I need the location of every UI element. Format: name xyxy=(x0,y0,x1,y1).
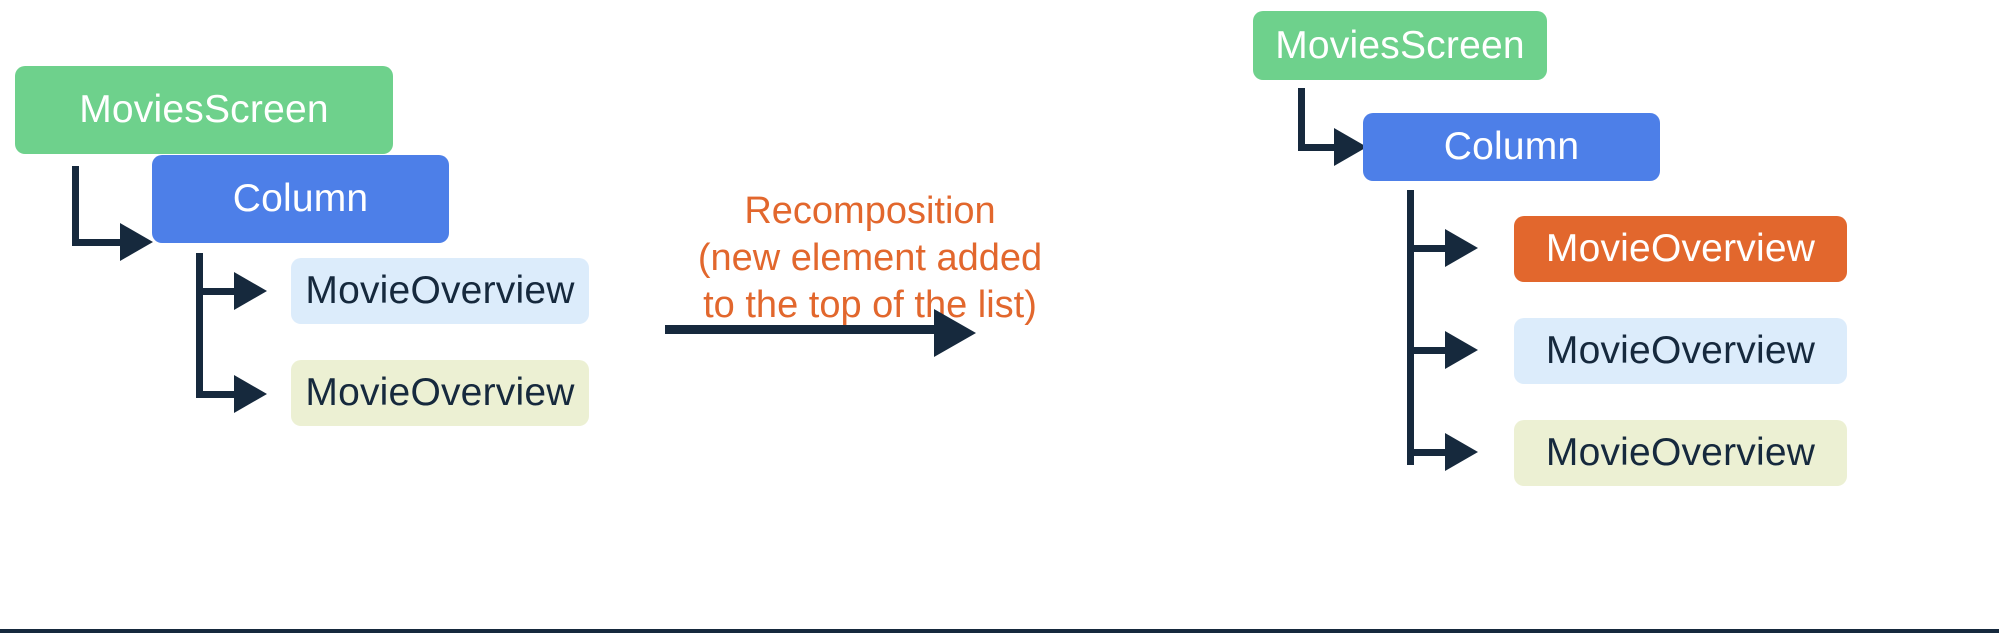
transition-arrow-shaft xyxy=(665,325,937,334)
right-node-movie-overview-3-label: MovieOverview xyxy=(1545,431,1816,474)
left-node-movie-overview-1: MovieOverview xyxy=(291,258,589,324)
right-arrowhead-root-to-column xyxy=(1334,128,1367,166)
right-node-movies-screen: MoviesScreen xyxy=(1253,11,1547,80)
left-connector-column-spine xyxy=(196,253,203,398)
right-arrowhead-child-1 xyxy=(1445,229,1478,267)
right-node-movie-overview-1-label: MovieOverview xyxy=(1545,227,1816,270)
left-node-movie-overview-1-label: MovieOverview xyxy=(305,269,575,312)
right-node-movie-overview-1: MovieOverview xyxy=(1514,216,1847,282)
left-node-column-label: Column xyxy=(232,177,369,220)
right-connector-branch-2 xyxy=(1407,347,1449,354)
right-arrowhead-child-3 xyxy=(1445,433,1478,471)
bottom-divider xyxy=(0,629,1999,633)
left-arrowhead-root-to-column xyxy=(120,223,153,261)
left-arrowhead-child-2 xyxy=(234,375,267,413)
right-arrowhead-child-2 xyxy=(1445,331,1478,369)
right-connector-root-horizontal xyxy=(1298,144,1338,151)
left-node-column: Column xyxy=(152,155,449,243)
right-connector-branch-1 xyxy=(1407,245,1449,252)
right-node-movie-overview-2: MovieOverview xyxy=(1514,318,1847,384)
recomposition-caption: Recomposition (new element added to the … xyxy=(697,190,1043,326)
transition-arrow-head-icon xyxy=(934,309,976,357)
right-node-column: Column xyxy=(1363,113,1660,181)
left-connector-branch-1 xyxy=(196,288,238,295)
left-node-movie-overview-2: MovieOverview xyxy=(291,360,589,426)
left-connector-root-vertical xyxy=(72,166,79,246)
left-arrowhead-child-1 xyxy=(234,272,267,310)
right-node-movie-overview-2-label: MovieOverview xyxy=(1545,329,1816,372)
right-connector-root-vertical xyxy=(1298,88,1305,150)
left-connector-branch-2 xyxy=(196,391,238,398)
left-node-movie-overview-2-label: MovieOverview xyxy=(305,371,575,414)
left-connector-root-horizontal xyxy=(72,239,124,246)
right-node-column-label: Column xyxy=(1443,125,1580,168)
right-connector-branch-3 xyxy=(1407,449,1449,456)
right-node-movies-screen-label: MoviesScreen xyxy=(1275,23,1525,67)
left-node-movies-screen-label: MoviesScreen xyxy=(79,88,329,131)
right-node-movie-overview-3: MovieOverview xyxy=(1514,420,1847,486)
left-node-movies-screen: MoviesScreen xyxy=(15,66,393,154)
right-connector-column-spine xyxy=(1407,190,1414,465)
